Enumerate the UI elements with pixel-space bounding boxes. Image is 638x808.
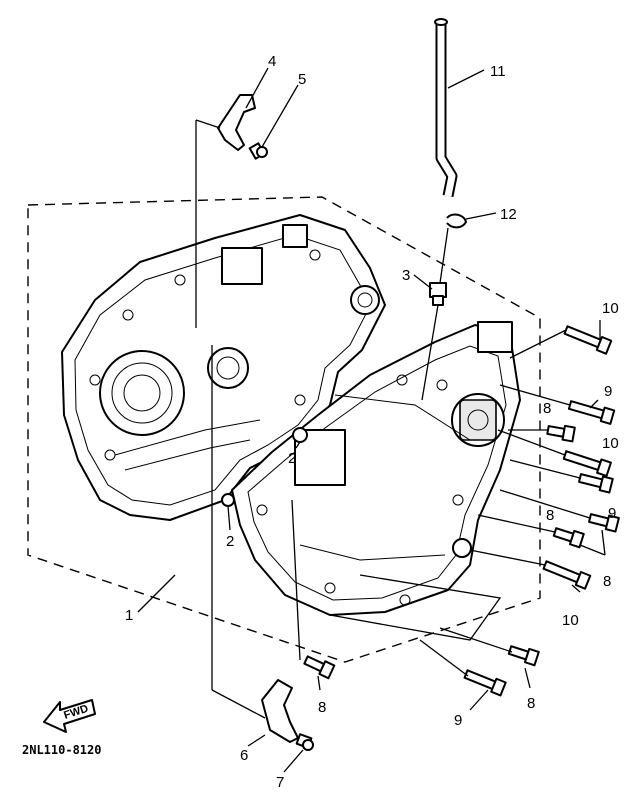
dowel-pin-right [292,427,308,443]
callout-bolt-10-b: 10 [602,435,619,452]
diagram-code: 2NL110-8120 [22,743,101,757]
callout-plug: 3 [402,267,410,284]
lower-screw [295,733,314,751]
upper-bracket [217,94,256,151]
callout-bolt-8-e: 8 [527,695,535,712]
leader-lines [137,67,606,773]
callout-bolt-10-a: 10 [602,300,619,317]
callout-hose-clip: 12 [500,206,517,223]
assembly-boundary [27,196,541,663]
right-crankcase-half [231,321,521,616]
callout-breather-hose: 11 [490,63,506,80]
callout-crankcase-assy: 1 [125,607,133,624]
callout-upper-bracket: 4 [268,53,276,70]
hose-clip [446,213,467,229]
callout-bolt-8-a: 8 [543,400,551,417]
callout-dowel-pin-right: 2 [288,450,296,467]
left-crankcase-half [61,214,386,521]
bolt-group [303,325,620,697]
callout-bolt-8-b: 8 [546,507,554,524]
callout-bolt-9-c: 9 [454,712,462,729]
callout-bolt-9-b: 9 [608,505,616,522]
callout-bolt-10-c: 10 [562,612,579,629]
callout-upper-screw: 5 [298,71,306,88]
breather-hose [434,18,458,198]
callout-bolt-9-a: 9 [604,383,612,400]
upper-screw [248,142,268,160]
fwd-direction-arrow: FWD [43,699,96,733]
lower-bracket [261,679,299,743]
dowel-pin-left [221,493,235,507]
plug [429,282,447,306]
callout-dowel-pin-left: 2 [226,533,234,550]
callout-lower-screw: 7 [276,774,284,791]
callout-bolt-8-c: 8 [603,573,611,590]
callout-lower-bracket: 6 [240,747,248,764]
callout-bolt-8-d: 8 [318,699,326,716]
